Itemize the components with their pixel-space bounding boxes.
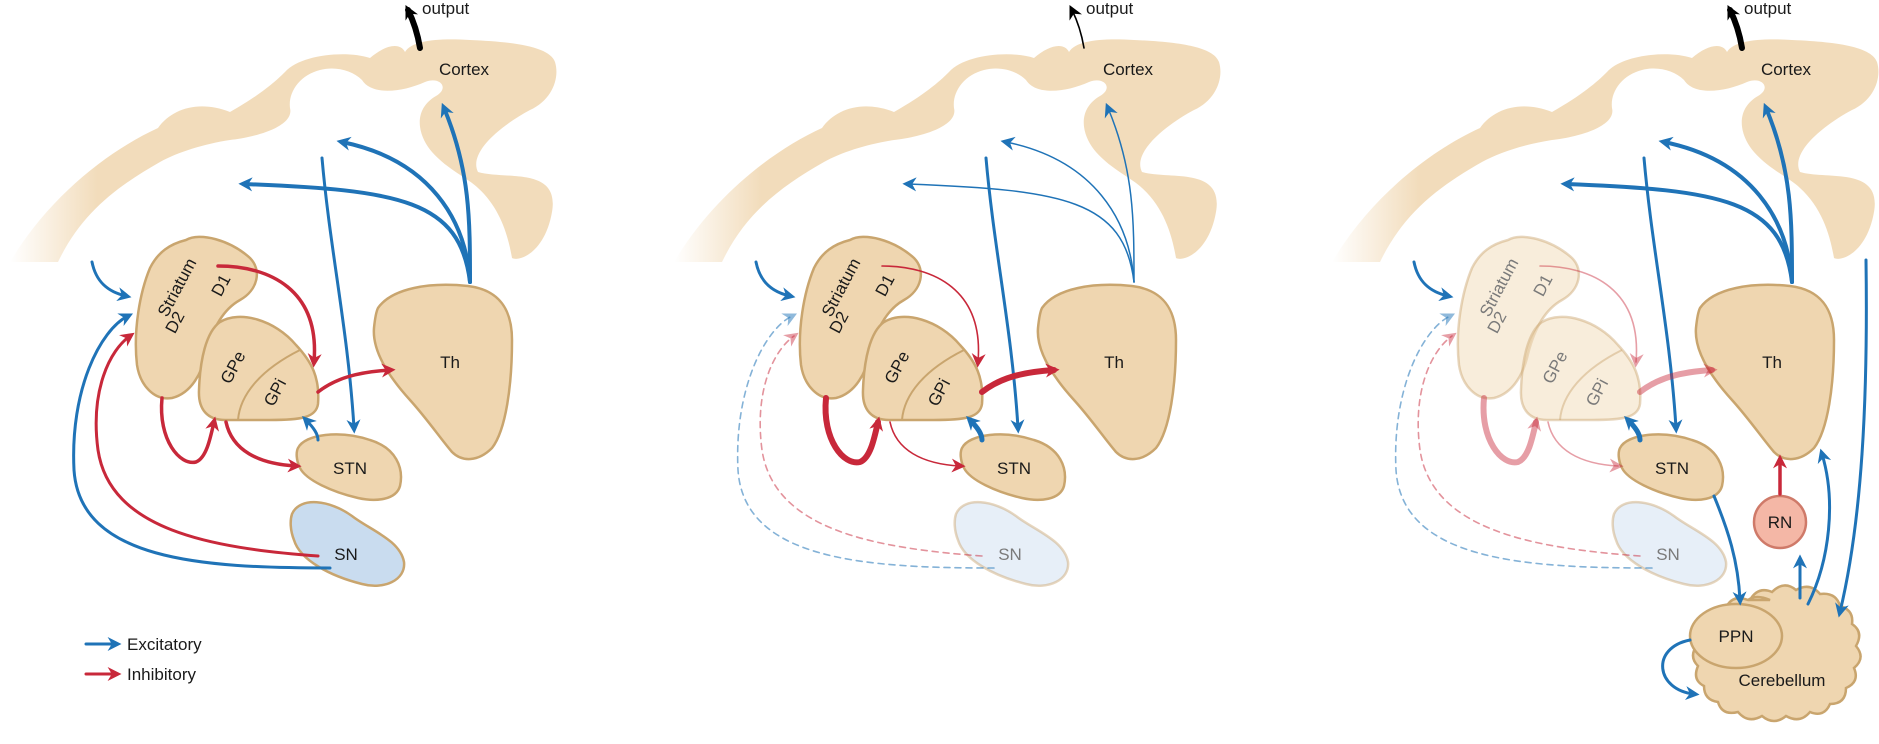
ppn-label: PPN — [1719, 627, 1754, 646]
cortex-to-striatum-arrow — [90, 260, 132, 302]
cortex-label: Cortex — [439, 60, 490, 79]
d2-to-gpe-arrow — [159, 396, 220, 465]
stn-label: STN — [333, 459, 367, 478]
sn-label: SN — [998, 545, 1022, 564]
thalamus-to-cortex-arrow — [902, 177, 1135, 283]
d2-to-gpe-arrow — [1480, 395, 1542, 466]
output-arrow — [1069, 4, 1085, 49]
cortex-to-striatum-arrow — [754, 260, 796, 302]
sn-to-striatum-arrow — [736, 313, 995, 569]
sn-label: SN — [334, 545, 358, 564]
cerebellum-label: Cerebellum — [1739, 671, 1826, 690]
gpe-to-stn-arrow — [224, 420, 302, 473]
gpi-to-thalamus-arrow — [316, 363, 396, 394]
cortex-to-striatum-arrow — [1412, 260, 1454, 302]
gp-divider — [901, 349, 965, 421]
gpi-to-thalamus-arrow — [979, 363, 1060, 395]
legend-excitatory-label: Excitatory — [127, 635, 202, 654]
sn-to-striatum-arrow — [1394, 313, 1653, 569]
output-label: output — [1744, 0, 1792, 18]
cerebellum-to-thalamus-arrow — [1806, 448, 1832, 606]
cortex-label: Cortex — [1761, 60, 1812, 79]
rn-label: RN — [1768, 513, 1793, 532]
rn-nucleus — [1752, 494, 1808, 550]
cortex-label: Cortex — [1103, 60, 1154, 79]
output-label: output — [1086, 0, 1134, 18]
panel-treat: CortexoutputStriatumD2D1GPeGPiThSTNSNRNC… — [1332, 0, 1879, 723]
gp-divider — [1559, 349, 1623, 421]
gpi-to-thalamus-arrow — [1637, 363, 1718, 395]
gp-nucleus — [1519, 315, 1642, 422]
sn-label: SN — [1656, 545, 1680, 564]
sn-to-striatum-arrow — [72, 313, 332, 570]
stn-label: STN — [997, 459, 1031, 478]
gp-divider — [237, 349, 301, 421]
gp-nucleus — [861, 315, 984, 422]
sn-to-striatum-arrow — [1417, 332, 1641, 557]
sn-nucleus — [289, 500, 406, 587]
thalamus-to-cortex-arrow — [238, 177, 472, 284]
thalamus-to-cortex-arrow — [440, 102, 472, 284]
cortex-to-stn-arrow — [320, 156, 361, 434]
d2-to-gpe-arrow — [822, 395, 884, 466]
gpe-to-stn-arrow — [1547, 421, 1624, 473]
sn-to-striatum-arrow — [759, 332, 983, 557]
cortex-to-stn-arrow — [984, 156, 1025, 434]
thalamus-to-cortex-arrow — [1104, 102, 1135, 283]
thalamus-to-cortex-arrow — [1762, 102, 1794, 284]
d1-to-gpi-arrow — [881, 265, 986, 368]
stn-to-ppn-arrow — [1712, 494, 1747, 606]
thalamus-to-cortex-arrow — [1560, 177, 1794, 284]
stn-to-gpi-arrow — [1624, 416, 1643, 443]
legend-inhibitory-label: Inhibitory — [127, 665, 196, 684]
stn-to-gpi-arrow — [966, 416, 985, 443]
thalamus-label: Th — [1104, 353, 1124, 372]
d1-to-gpi-arrow — [1539, 265, 1644, 368]
sn-to-striatum-arrow — [94, 332, 320, 558]
output-arrow — [1727, 4, 1745, 51]
ppn-loop-arrow — [1661, 638, 1700, 701]
thalamus-to-cortex-arrow — [1000, 136, 1135, 283]
output-label: output — [422, 0, 470, 18]
output-arrow — [405, 4, 423, 51]
stn-to-gpi-arrow — [302, 416, 320, 442]
gpe-to-stn-arrow — [889, 421, 966, 473]
sn-nucleus — [953, 500, 1070, 587]
thalamus-label: Th — [1762, 353, 1782, 372]
d1-to-gpi-arrow — [216, 264, 322, 368]
stn-label: STN — [1655, 459, 1689, 478]
cortex-to-cerebellum-arrow — [1835, 258, 1868, 618]
cortex-to-stn-arrow — [1642, 156, 1683, 434]
thalamus-label: Th — [440, 353, 460, 372]
sn-nucleus — [1611, 500, 1728, 587]
gp-nucleus — [197, 315, 320, 422]
